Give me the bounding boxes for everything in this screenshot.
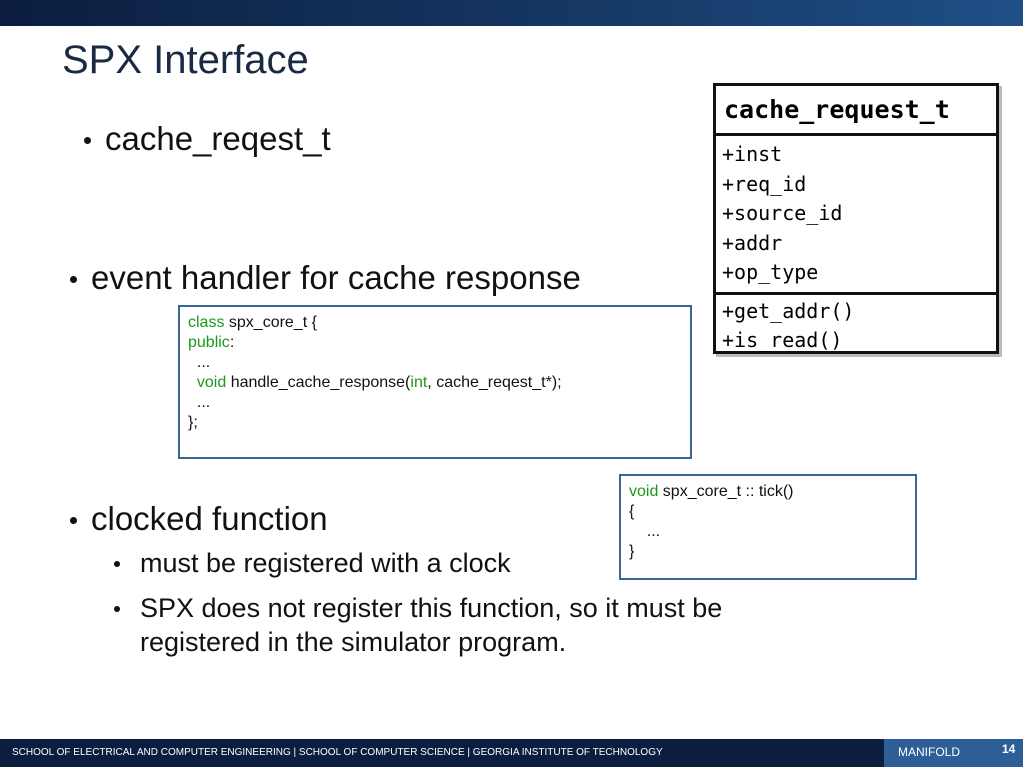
footer-project: MANIFOLD xyxy=(898,745,961,759)
code-text: handle_cache_response( xyxy=(226,374,411,391)
code-box-tick: void spx_core_t :: tick() { ... } xyxy=(619,474,917,580)
bullet-dot-icon xyxy=(84,137,91,144)
page-number: 14 xyxy=(1002,742,1016,756)
code-keyword: public xyxy=(188,334,230,351)
code-text: spx_core_t :: tick() xyxy=(658,483,794,500)
code-text: , cache_reqest_t*); xyxy=(427,374,562,391)
code-line: } xyxy=(629,543,635,560)
uml-attribute: +addr xyxy=(722,230,783,255)
bullet-dot-icon xyxy=(114,561,120,567)
code-line: }; xyxy=(188,414,198,431)
code-keyword: int xyxy=(410,374,428,391)
code-text: : xyxy=(229,334,235,351)
bullet-text: event handler for cache response xyxy=(91,259,581,296)
uml-class-name: cache_request_t xyxy=(716,86,996,136)
uml-attribute: +op_type xyxy=(722,260,819,284)
uml-class-diagram: cache_request_t +inst +req_id +source_id… xyxy=(713,83,999,354)
code-keyword: void xyxy=(196,374,227,391)
code-line: ... xyxy=(629,523,661,540)
footer-institution: SCHOOL OF ELECTRICAL AND COMPUTER ENGINE… xyxy=(12,747,663,758)
sub-bullet-text-block: SPX does not register this function, so … xyxy=(140,591,722,659)
uml-attributes: +inst +req_id +source_id +addr +op_type xyxy=(716,136,996,295)
sub-bullet-clock: must be registered with a clock xyxy=(114,548,511,579)
uml-attribute: +source_id xyxy=(722,201,843,225)
bullet-dot-icon xyxy=(70,517,77,524)
uml-attribute: +inst xyxy=(722,142,783,166)
sub-bullet-register: SPX does not register this function, so … xyxy=(114,591,722,659)
code-keyword: class xyxy=(188,314,225,331)
uml-operation: +is_read() xyxy=(722,328,843,352)
slide-title: SPX Interface xyxy=(62,38,309,82)
uml-operations: +get_addr() +is_read() xyxy=(716,295,996,358)
footer-bar xyxy=(0,739,1023,767)
code-text: spx_core_t { xyxy=(224,314,317,331)
code-box-handler: class spx_core_t { public: ... void hand… xyxy=(178,305,692,459)
code-line: ... xyxy=(188,394,211,411)
bullet-dot-icon xyxy=(114,606,120,612)
code-line: { xyxy=(629,503,635,520)
sub-bullet-text: registered in the simulator program. xyxy=(140,627,567,657)
code-keyword: void xyxy=(629,483,659,500)
bullet-cache-request: cache_reqest_t xyxy=(84,120,331,158)
uml-attribute: +req_id xyxy=(722,171,807,196)
code-line: ... xyxy=(188,354,211,371)
bullet-clocked-function: clocked function xyxy=(70,500,328,538)
bullet-dot-icon xyxy=(70,276,77,283)
bullet-text: clocked function xyxy=(91,500,328,537)
footer-accent xyxy=(884,739,1023,767)
sub-bullet-text: SPX does not register this function, so … xyxy=(140,593,723,623)
bullet-text: cache_reqest_t xyxy=(105,120,331,157)
uml-operation: +get_addr() xyxy=(722,298,855,323)
header-bar xyxy=(0,0,1023,26)
bullet-event-handler: event handler for cache response xyxy=(70,259,581,297)
sub-bullet-text: must be registered with a clock xyxy=(140,548,511,578)
